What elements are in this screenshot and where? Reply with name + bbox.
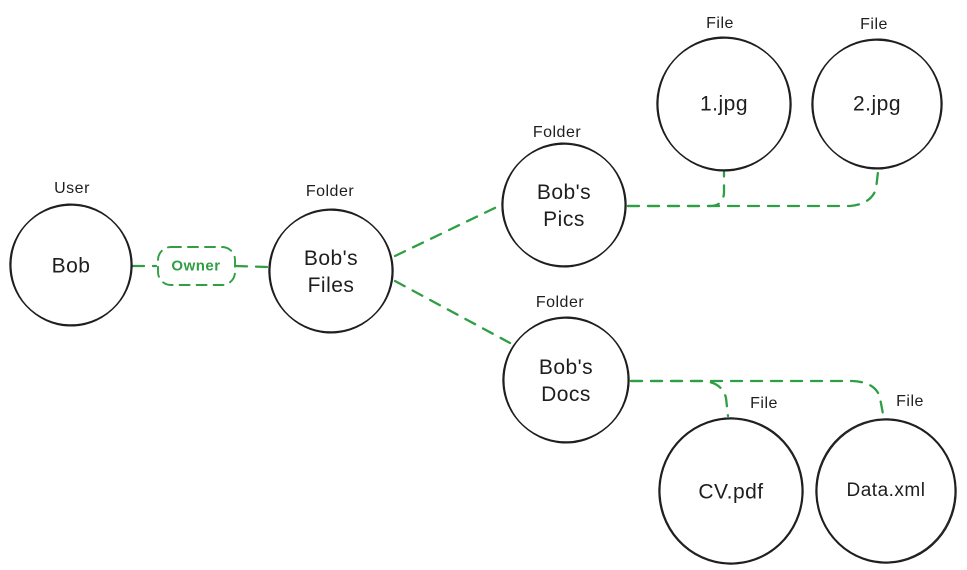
node-type-label-folder-docs: Folder [535,294,585,311]
node-circle [502,317,630,443]
node-bob[interactable] [8,201,134,329]
node-label-dataxml: Data.xml [846,480,926,501]
node-label-bobs-docs: Bob's Docs [538,356,594,406]
node-label-bobs-pics: Bob's Pics [536,181,592,231]
node-circle [9,204,133,326]
node-type-label-file-cvpdf: File [750,395,778,412]
edge-bobs-files-bobs-docs[interactable] [393,279,512,345]
node-bobs-pics[interactable] [500,140,628,270]
edge-bobs-files-bobs-pics[interactable] [393,203,503,258]
node-circle-overstroke [502,142,626,268]
node-label-cvpdf: CV.pdf [698,480,764,504]
node-circle-overstroke [812,38,942,170]
edge-bobs-docs-dataxml[interactable] [629,379,885,416]
node-label-bob: Bob [51,254,91,278]
node-file-cvpdf[interactable] [656,415,805,566]
edge-label-owner[interactable]: Owner [171,257,221,275]
node-circle-overstroke [816,419,956,563]
node-label-2jpg: 2.jpg [852,92,902,116]
node-circle-overstroke [269,208,393,334]
node-circle-overstroke [503,316,629,444]
node-circle [268,209,394,333]
node-circle [501,143,627,267]
node-file-2jpg[interactable] [810,36,945,173]
edge-bobs-pics-1jpg[interactable] [626,170,726,208]
node-label-bobs-files: Bob's Files [303,247,359,297]
node-file-1jpg[interactable] [655,34,794,175]
node-label-1jpg: 1.jpg [699,92,749,116]
node-bobs-docs[interactable] [501,314,631,446]
node-type-label-folder-files: Folder [305,183,355,200]
edge-bobs-docs-cvpdf[interactable] [629,379,730,418]
node-circle [815,418,957,564]
edge-bobs-pics-2jpg[interactable] [626,170,880,208]
node-circle-overstroke [657,36,791,172]
node-type-label-file-1jpg: File [706,15,734,32]
node-circle-overstroke [10,203,132,327]
node-type-label-folder-pics: Folder [532,124,582,141]
node-circle [656,37,792,171]
node-type-label-file-dataxml: File [896,393,924,410]
node-file-dataxml[interactable] [813,416,958,565]
node-type-label-user: User [54,180,90,197]
node-bobs-files[interactable] [267,206,395,336]
edge-label-box-owner[interactable] [157,246,236,286]
node-circle [811,39,943,169]
edge-owner-bobs-files[interactable] [234,264,270,269]
node-type-label-file-2jpg: File [860,16,888,33]
node-circle [658,417,804,565]
node-circle-overstroke [659,418,803,564]
